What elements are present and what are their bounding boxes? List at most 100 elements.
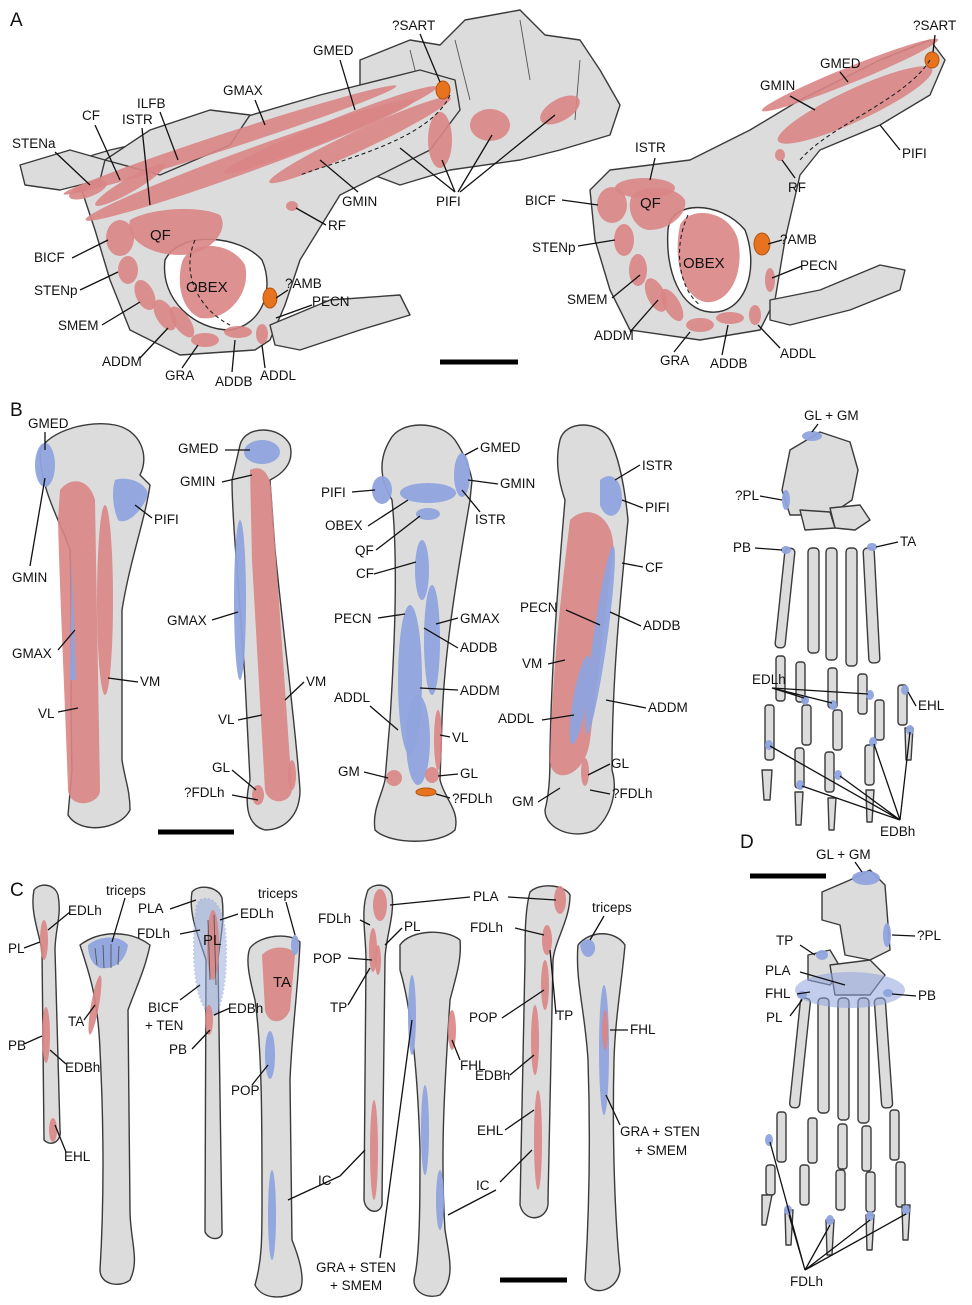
d-pl2: PL [766,1010,783,1025]
b-gm4: GM [512,794,534,809]
b-gm3: GM [338,764,360,779]
b-gmin3: GMIN [500,476,535,491]
a2-addb: ADDB [710,356,748,371]
pes-plantar [762,870,910,1255]
b-edbh: EDBh [880,824,915,839]
b-gl4: GL [611,756,630,771]
b-vm1: VM [140,674,160,689]
femur-4 [545,425,628,834]
c-triceps2: triceps [258,886,298,901]
c-triceps1: triceps [106,883,146,898]
a1-rf: RF [328,218,346,233]
c-tp4: TP [556,1008,573,1023]
a1-gmed: GMED [313,43,354,58]
d-tp: TP [776,933,793,948]
b-pifi1: PIFI [154,512,179,527]
b-addb3: ADDB [460,640,498,655]
d-pla: PLA [765,963,791,978]
c-ic4: IC [476,1178,490,1193]
a1-istr: ISTR [122,112,153,127]
c-ehl4: EHL [477,1123,504,1138]
a1-amb: ?AMB [285,276,322,291]
b-gmax1: GMAX [12,646,52,661]
a1-stena: STENa [12,136,56,151]
a1-addm: ADDM [102,354,142,369]
a1-gra: GRA [165,368,194,383]
a2-qf: QF [640,195,661,212]
b-gmed2: GMED [178,441,219,456]
panel-label-d: D [740,832,754,853]
a1-bicf: BICF [34,250,65,265]
a1-pecn: PECN [312,294,350,309]
a1-gmin: GMIN [342,194,377,209]
c-pb2: PB [169,1042,187,1057]
c-ta1: TA [68,1014,84,1029]
c-gra4: + SMEM [635,1143,687,1158]
a2-gmed: GMED [820,56,861,71]
b-addm4: ADDM [648,700,688,715]
a1-stenp: STENp [34,283,78,298]
c-pl2: PL [203,932,221,949]
d-fdlh: FDLh [790,1274,823,1289]
c-pop3: POP [313,951,342,966]
c-fhl4: FHL [630,1022,656,1037]
c-fdlh2: FDLh [137,926,170,941]
b-pifi3: PIFI [321,485,346,500]
d-pb: PB [918,988,936,1003]
a2-sart: ?SART [913,18,956,33]
a1-addl: ADDL [260,368,297,383]
b-vm4: VM [522,656,542,671]
panel-label-c: C [10,880,24,901]
c-pl1: PL [8,941,25,956]
c-pl3: PL [404,919,421,934]
a1-sart: ?SART [392,18,435,33]
a2-amb: ?AMB [780,232,817,247]
a2-addl: ADDL [780,346,817,361]
c-gra2: + SMEM [330,1278,382,1293]
b-addm3: ADDM [460,683,500,698]
femur-1 [35,424,150,828]
b-pecn3: PECN [334,611,372,626]
a1-addb: ADDB [215,374,253,389]
c-pb1: PB [8,1038,26,1053]
b-gl2: GL [212,760,231,775]
a2-gmin: GMIN [760,78,795,93]
b-ta: TA [900,534,916,549]
c-ehl1: EHL [64,1149,91,1164]
femur-3 [372,425,472,841]
a2-istr: ISTR [635,140,666,155]
a1-obex: OBEX [186,279,228,296]
crus-4 [520,886,625,1291]
a2-pecn: PECN [800,258,838,273]
b-qf3: QF [355,543,374,558]
a1-pifi: PIFI [436,194,461,209]
b-pecn4: PECN [520,600,558,615]
b-gmin2: GMIN [180,474,215,489]
b-vl2: VL [218,712,235,727]
b-cf4: CF [645,560,663,575]
c-fdlh4: FDLh [470,920,503,935]
b-gmax3: GMAX [460,611,500,626]
b-gl3: GL [460,766,479,781]
a1-qf: QF [150,227,171,244]
c-gra3: GRA + STEN [620,1124,700,1139]
a2-pifi: PIFI [902,146,927,161]
b-istr4: ISTR [642,458,673,473]
c-pla3: PLA [473,889,499,904]
femur-2 [232,430,300,830]
c-triceps4: triceps [592,900,632,915]
a2-stenp: STENp [532,240,576,255]
c-tp3: TP [330,1000,347,1015]
a2-smem: SMEM [567,292,608,307]
c-pla2: PLA [138,901,164,916]
b-pb: PB [733,540,751,555]
a2-addm: ADDM [594,328,634,343]
b-fdlh2: ?FDLh [184,785,225,800]
c-ten2: + TEN [145,1018,183,1033]
d-pl: ?PL [917,928,942,943]
b-glgm: GL + GM [804,408,859,423]
crus-1 [33,885,150,1284]
c-edbh2: EDBh [228,1001,263,1016]
c-pop4: POP [469,1010,498,1025]
